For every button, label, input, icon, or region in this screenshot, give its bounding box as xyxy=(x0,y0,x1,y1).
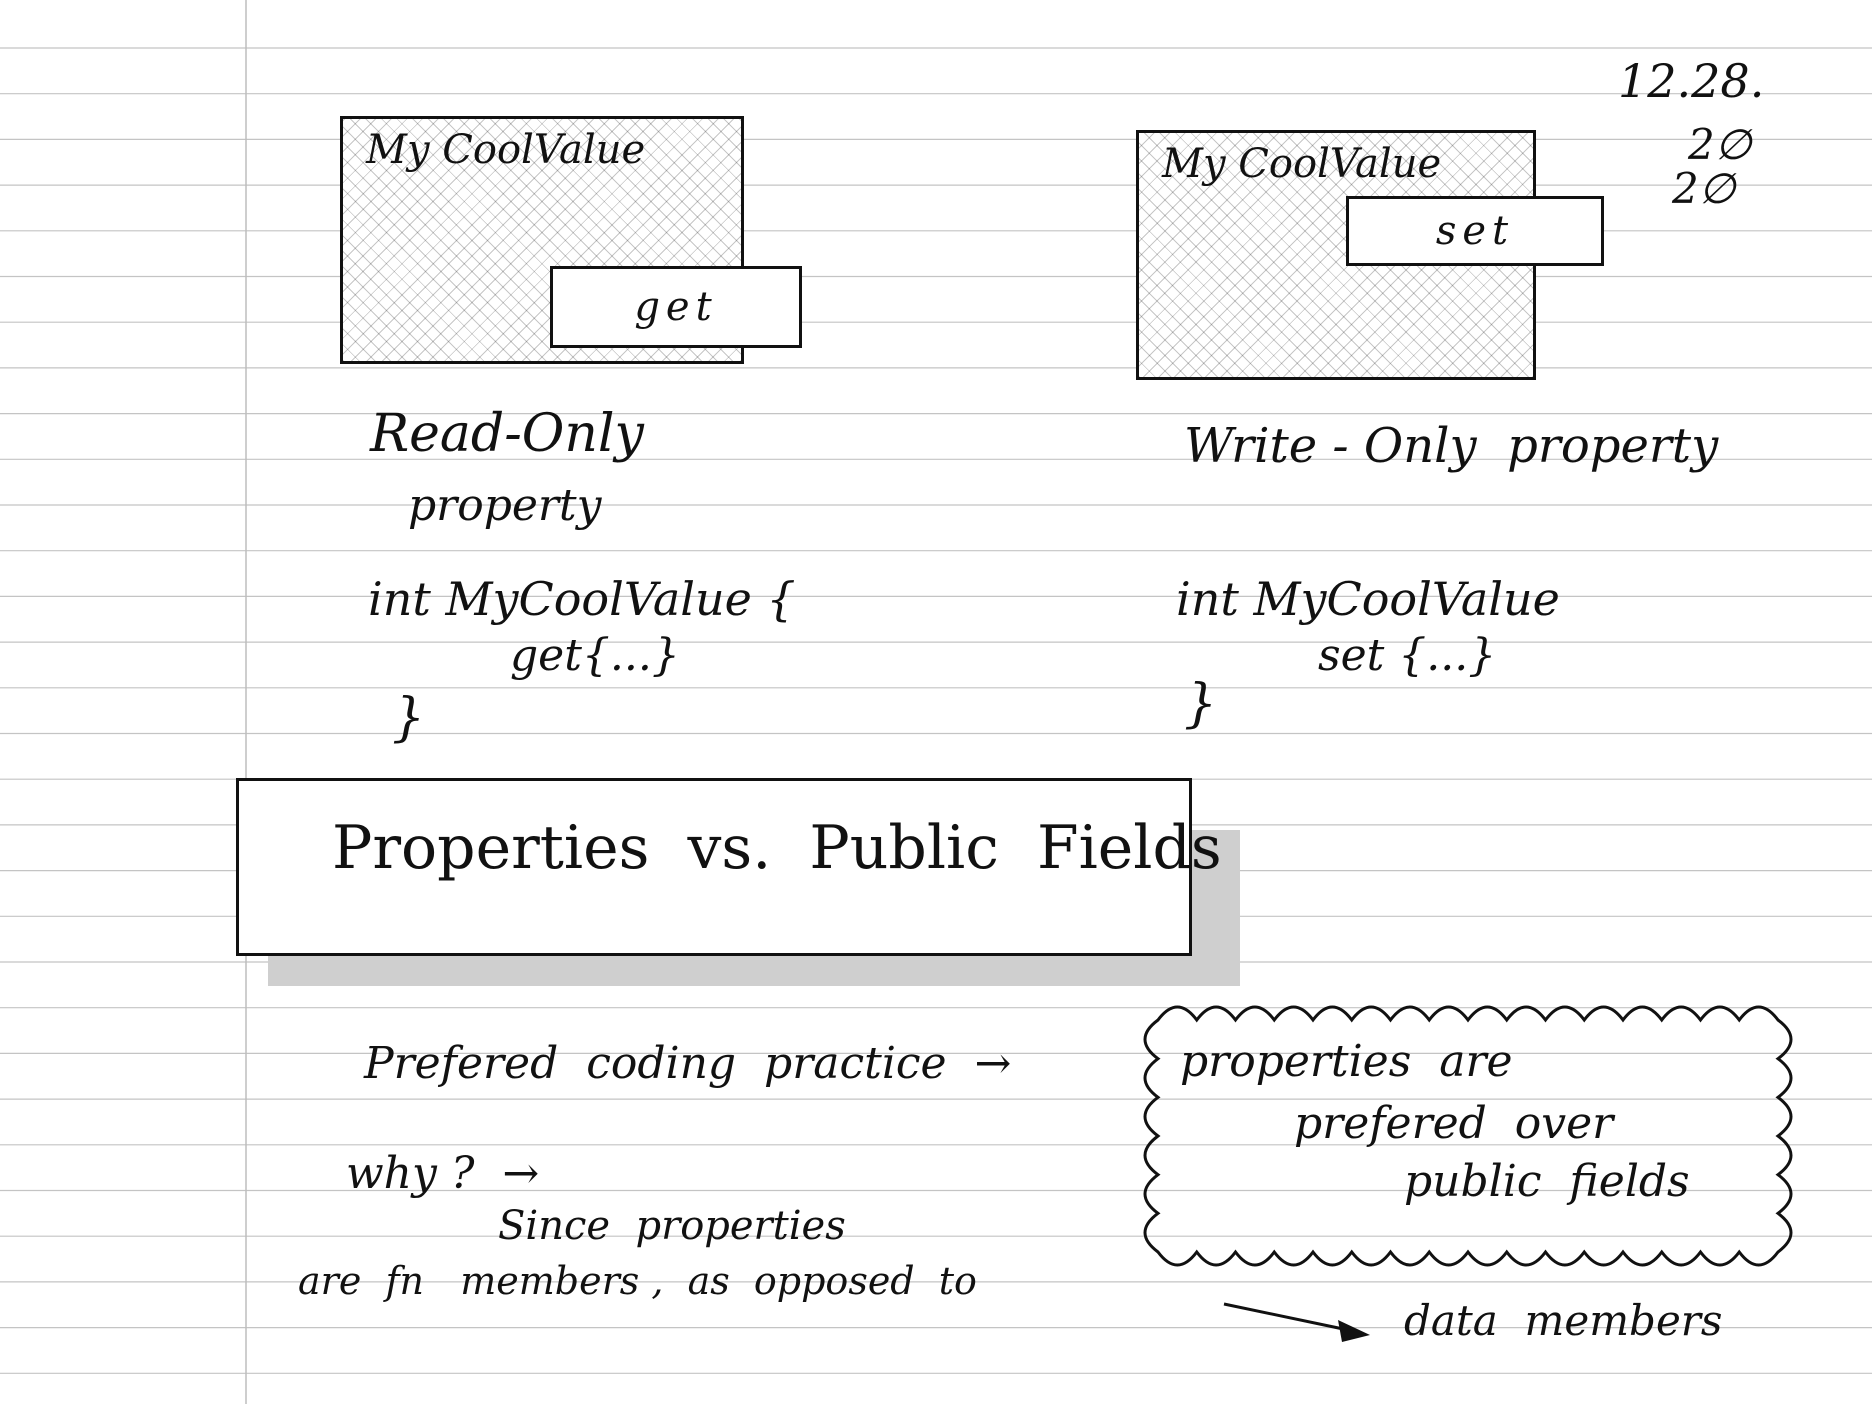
since-note: Since properties xyxy=(498,1203,846,1249)
readonly-code-line-2: get{...} xyxy=(510,630,680,681)
members-note: are fn members , as opposed to xyxy=(298,1259,977,1303)
readonly-code-line-1: int MyCoolValue { xyxy=(368,572,796,626)
writeonly-box-label: My CoolValue xyxy=(1162,141,1442,187)
writeonly-code-line-3: } xyxy=(1184,674,1218,734)
cloud-text-line-1: properties are xyxy=(1180,1036,1513,1087)
date-text-crossed-1: 2∅ xyxy=(1688,120,1752,169)
readonly-caption-second-line: property xyxy=(408,480,602,531)
cloud-text-line-2: prefered over xyxy=(1294,1098,1614,1149)
writeonly-code-line-1: int MyCoolValue xyxy=(1176,572,1560,626)
arrow-to-data-members xyxy=(1223,1302,1370,1342)
practice-note: Prefered coding practice → xyxy=(364,1038,1012,1089)
cloud-text-line-3: public fields xyxy=(1404,1156,1690,1207)
date-text-crossed-2: 2∅ xyxy=(1672,164,1736,213)
date-text: 12.28. xyxy=(1618,54,1765,108)
readonly-box-label: My CoolValue xyxy=(366,127,646,173)
data-members-note: data members xyxy=(1404,1296,1723,1345)
readonly-code-line-3: } xyxy=(392,688,426,748)
writeonly-code-line-2: set {...} xyxy=(1318,630,1497,681)
set-accessor-tag: set xyxy=(1346,196,1604,266)
readonly-caption: Read-Only xyxy=(370,404,644,464)
title-banner xyxy=(236,778,1192,956)
cloud-outline xyxy=(1143,1005,1793,1267)
writeonly-caption: Write - Only property xyxy=(1184,418,1719,474)
page-title: Properties vs. Public Fields xyxy=(332,813,1222,883)
get-accessor-tag: get xyxy=(550,266,802,348)
thought-cloud xyxy=(1143,1005,1793,1267)
why-note: why ? → xyxy=(346,1148,540,1199)
